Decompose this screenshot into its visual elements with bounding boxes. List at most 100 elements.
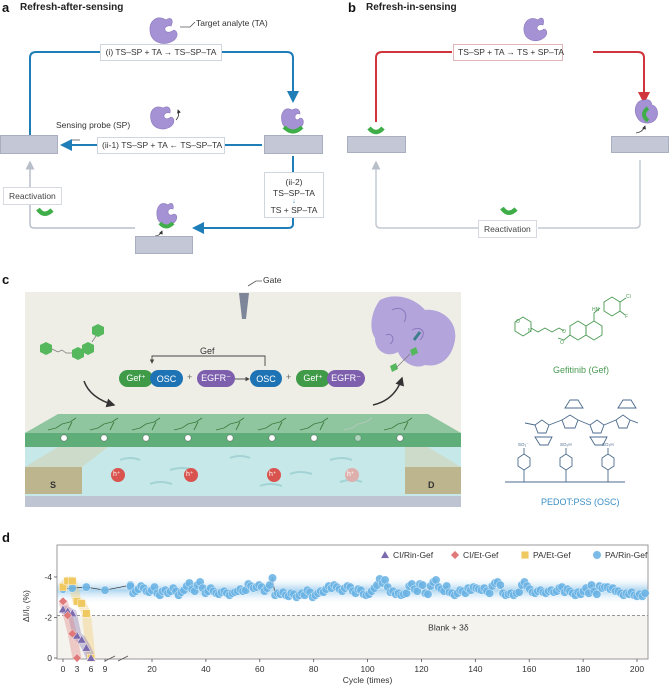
pill-gef-plus-2: Gef⁺ [296, 370, 330, 387]
sensing-probe-label: Sensing probe (SP) [56, 120, 131, 130]
arrow-path-i-left [29, 51, 100, 145]
data-point-ci-rin-gef [58, 604, 68, 613]
data-point-pa-rin-gef [418, 580, 427, 590]
data-point-pa-rin-gef [423, 589, 433, 599]
target-analyte-label: Target analyte (TA) [196, 18, 268, 28]
pedot-caption: PEDOT:PSS (OSC) [541, 497, 620, 507]
gef-label: Gef [200, 346, 215, 356]
pill-egfr-minus-2: EGFR⁻ [327, 370, 365, 387]
data-point-ci-rin-gef [86, 653, 96, 662]
y-tick-label: -4 [44, 572, 52, 582]
y-tick-label: -2 [44, 613, 52, 623]
x-tick-label: 40 [201, 664, 211, 674]
svg-text:O: O [562, 329, 566, 335]
svg-text:HN: HN [592, 307, 600, 313]
data-point-pa-et-gef [59, 583, 68, 592]
x-tick-label: 80 [309, 664, 319, 674]
otft-device-schematic [25, 280, 461, 507]
x-tick-label: 200 [630, 664, 644, 674]
panel-a-title: Refresh-after-sensing [20, 2, 124, 13]
substrate-b-left [347, 136, 406, 153]
data-point-pa-rin-gef [495, 580, 505, 590]
data-point-pa-rin-gef [640, 588, 650, 598]
x-tick-label: 6 [89, 664, 94, 674]
pill-osc-1: OSC [150, 370, 183, 387]
svg-text:SO₃H: SO₃H [560, 442, 572, 447]
gate-label: Gate [263, 275, 282, 285]
panel-c-letter: c [2, 272, 10, 287]
svg-text:Cl: Cl [626, 294, 631, 300]
svg-text:O: O [516, 319, 520, 325]
data-point-ci-et-gef [72, 653, 82, 663]
legend-marker-ci-et-gef [450, 550, 460, 560]
down-arrow-icon: ↓ [292, 198, 296, 206]
reactivation-path-b-right [538, 160, 641, 229]
gefitinib-molecule-icon [40, 324, 104, 360]
source-electrode [25, 467, 82, 494]
detached-complex-icon [156, 203, 178, 229]
substrate-c [25, 496, 461, 507]
data-point-ci-et-gef [58, 596, 68, 606]
pill-osc-2: OSC [250, 370, 282, 387]
panel-a-letter: a [2, 0, 10, 15]
receptor-layer [25, 433, 461, 447]
data-point-ci-et-gef [63, 610, 73, 621]
data-point-pa-et-gef [68, 577, 77, 586]
hole-label-2: h⁺ [186, 471, 194, 478]
reactivation-label-a: Reactivation [3, 187, 62, 205]
below-threshold-region [57, 615, 648, 659]
hole-label-4: h⁺ [347, 471, 355, 478]
legend-marker-pa-rin-gef [592, 550, 602, 560]
substrate-b-right [611, 136, 669, 153]
equation-ii-1: (ii-1) TS–SP + TA ← TS–SP–TA [97, 137, 225, 154]
bound-complex-b-icon [634, 99, 658, 124]
x-tick-label: 9 [103, 664, 108, 674]
plus-sign-2: + [286, 372, 292, 382]
data-point-ci-rin-gef [77, 635, 87, 644]
pedot-pss-structure-icon [505, 399, 639, 483]
panel-b-letter: b [348, 0, 356, 15]
equation-b: TS–SP + TA → TS + SP–TA [453, 44, 564, 61]
axis-break-mark [117, 655, 129, 662]
sensing-probe-b-icon [367, 126, 385, 135]
legend-label: PA/Et-Gef [533, 550, 571, 560]
series-band-CI/Et-Gef [58, 599, 82, 659]
target-analyte-icon [149, 17, 178, 44]
egfr-protein-icon [371, 296, 456, 367]
drain-electrode [405, 467, 461, 494]
data-point-pa-rin-gef [100, 585, 110, 595]
data-point-ci-rin-gef [81, 643, 91, 652]
svg-text:F: F [625, 314, 628, 320]
data-point-ci-et-gef [67, 629, 77, 639]
arrow-path-i-right [222, 51, 299, 103]
x-tick-label: 3 [75, 664, 80, 674]
equation-ii-2-reactant: TS–SP–TA [273, 187, 315, 198]
x-axis-label: Cycle (times) [343, 675, 393, 685]
free-probe-icon [36, 207, 54, 216]
reactivation-path-a [25, 160, 135, 229]
substrate-a-right [264, 135, 323, 154]
hole-label-1: h⁺ [113, 471, 121, 478]
y-tick-label: 0 [47, 653, 52, 663]
x-tick-label: 60 [255, 664, 265, 674]
source-label: S [50, 480, 57, 490]
hole-carriers [111, 468, 359, 482]
hole-label-3: h⁺ [269, 471, 277, 478]
arrow-path-b-left [375, 51, 452, 122]
x-tick-label: 100 [360, 664, 374, 674]
target-analyte-b-icon [523, 17, 548, 42]
reactivation-path-b-left [371, 160, 478, 229]
legend-marker-ci-rin-gef [380, 550, 390, 559]
gate-electrode-icon [239, 293, 249, 319]
arrow-path-ii2-bottom [192, 218, 294, 234]
equation-i: (i) TS–SP + TA → TS–SP–TA [100, 44, 222, 61]
x-tick-label: 140 [468, 664, 482, 674]
gefitinib-caption: Gefitinib (Gef) [553, 365, 610, 375]
panel-d-letter: d [2, 530, 10, 545]
surface-receptor-group [47, 417, 413, 442]
panel-b-diagram [367, 17, 658, 229]
data-point-pa-rin-gef [67, 583, 77, 593]
gefitinib-structure-icon [514, 296, 627, 341]
panel-b-title: Refresh-in-sensing [366, 2, 457, 13]
